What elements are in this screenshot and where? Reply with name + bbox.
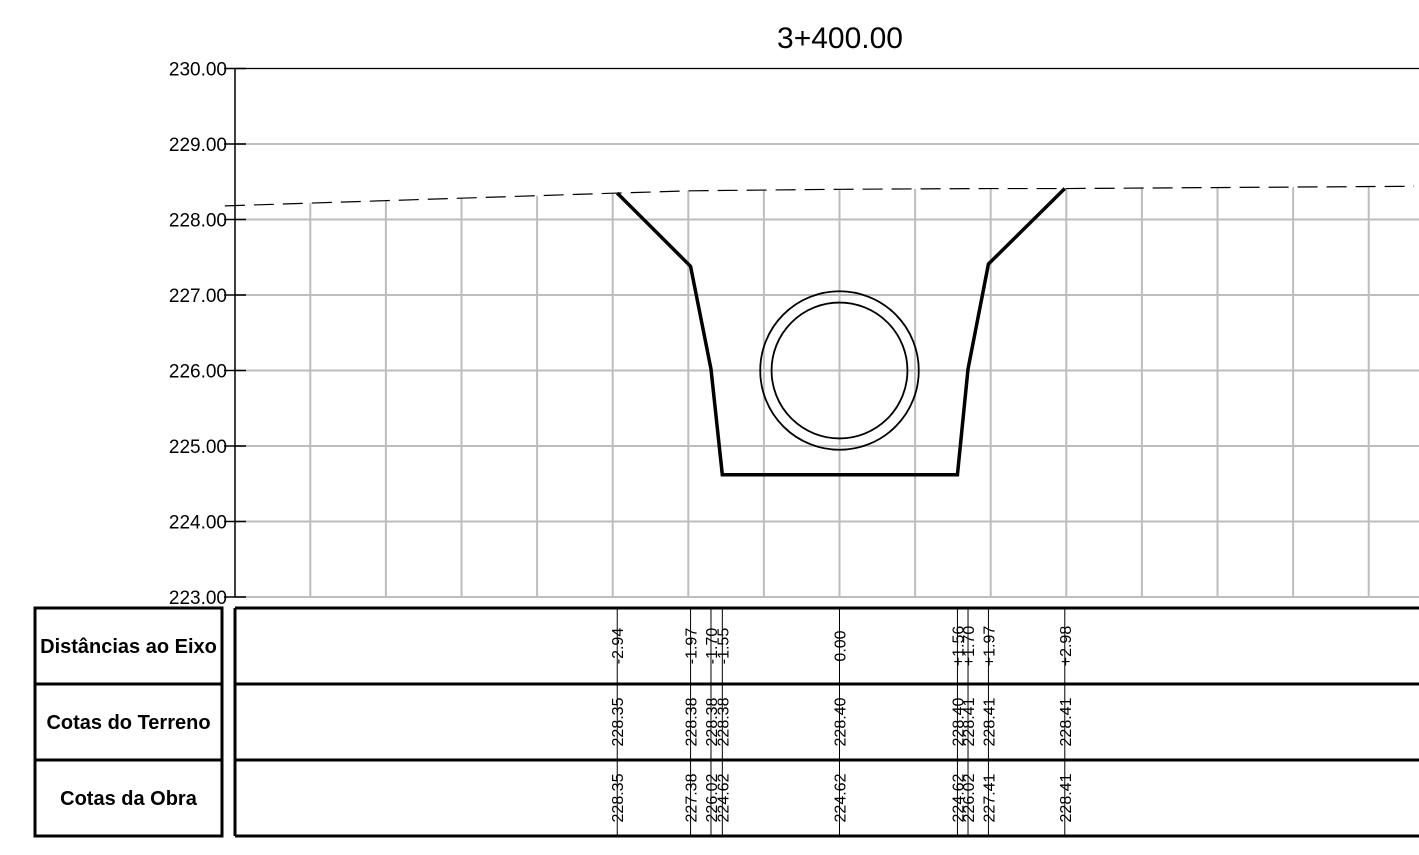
value-ground: 228.40 [950, 697, 967, 746]
trench-outline [615, 187, 1067, 477]
value-ground: 228.41 [1058, 697, 1075, 746]
value-dist: 0.00 [833, 630, 850, 661]
value-ground: 228.38 [715, 697, 732, 746]
value-design: 226.02 [704, 773, 721, 822]
value-design: 224.62 [715, 773, 732, 822]
value-ground: 228.35 [610, 697, 627, 746]
row-label-design: Cotas da Obra [60, 788, 198, 810]
value-ground: 228.40 [833, 697, 850, 746]
value-design: 228.35 [610, 773, 627, 822]
section-title: 3+400.00 [777, 22, 903, 55]
value-design: 227.38 [684, 773, 701, 822]
value-dist: -2.94 [610, 628, 627, 665]
pipe-inner-wall [770, 301, 909, 440]
value-ground: 228.38 [684, 697, 701, 746]
value-ground: 228.41 [981, 697, 998, 746]
y-tick-label: 228.00 [169, 211, 227, 232]
y-tick-label: 227.00 [169, 286, 227, 307]
value-dist: +2.98 [1058, 626, 1075, 667]
value-design: 227.41 [981, 773, 998, 822]
value-dist: +1.56 [950, 626, 967, 667]
value-dist: -1.97 [684, 628, 701, 665]
value-ground: 228.41 [961, 697, 978, 746]
value-dist: -1.55 [715, 628, 732, 665]
value-design: 226.02 [961, 773, 978, 822]
row-label-distances: Distâncias ao Eixo [40, 636, 217, 658]
value-dist: -1.70 [704, 628, 721, 665]
value-dist: +1.97 [981, 626, 998, 667]
grid [235, 67, 1419, 598]
y-tick-label: 226.00 [169, 362, 227, 383]
y-tick-label: 230.00 [169, 60, 227, 81]
pipe-outer-wall [759, 290, 920, 451]
y-tick-label: 224.00 [169, 513, 227, 534]
y-axis: 223.00 224.00 225.00 226.00 227.00 228.00 229.… [169, 60, 1419, 609]
value-design: 224.62 [833, 773, 850, 822]
y-tick-label: 229.00 [169, 135, 227, 156]
value-design: 228.41 [1058, 773, 1075, 822]
row-label-ground: Cotas do Terreno [46, 712, 210, 734]
ground-line [224, 185, 1415, 207]
value-dist: +1.70 [961, 626, 978, 667]
profiles [224, 185, 1415, 477]
y-tick-label: 225.00 [169, 437, 227, 458]
label-column-box [33, 606, 224, 838]
value-design: 224.62 [950, 773, 967, 822]
y-tick-label: 223.00 [169, 588, 227, 609]
value-ground: 228.38 [704, 697, 721, 746]
